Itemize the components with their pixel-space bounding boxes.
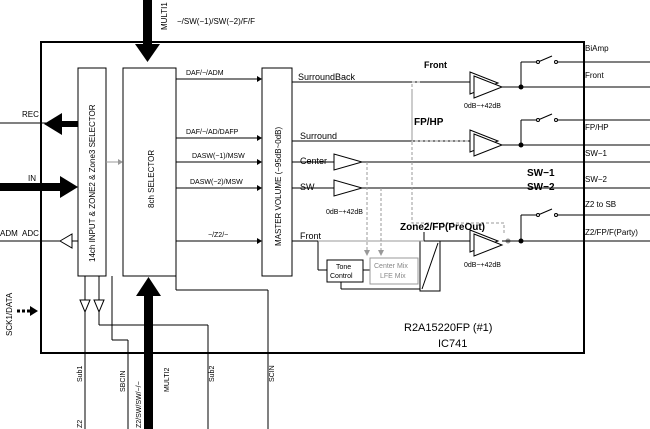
out-biamp: BiAmp [585, 44, 609, 53]
multi1-arrow-icon [135, 44, 160, 62]
out-sw2: SW−2 [585, 175, 608, 184]
out-z2-sb: Z2 to SB [585, 200, 616, 209]
sw-amp-icon [333, 179, 364, 197]
front-gain-label: 0dB~+42dB [464, 103, 501, 110]
master-volume-label: MASTER VOLUME (−95dB~0dB) [274, 127, 283, 246]
out-sw1: SW−1 [585, 149, 608, 158]
input-selector-block [77, 67, 107, 277]
sw2-big-label: SW−2 [527, 182, 555, 193]
mix-block [369, 257, 419, 285]
multi1-label: MULTI1 [160, 2, 169, 30]
front-internal-label: Front [300, 231, 322, 241]
center-amp-icon [333, 153, 364, 171]
out-front: Front [585, 71, 604, 80]
buffer-2-icon [93, 299, 105, 314]
chip-outline [40, 41, 585, 354]
multi2-label: MULTI2 [164, 368, 171, 392]
bus-label-0: DAF/−/ADM [186, 70, 224, 77]
selector-buses [176, 76, 262, 244]
sw-label: SW [300, 182, 315, 192]
multi2-arrow-icon [136, 277, 161, 296]
zone2-label: Zone2/FP(PreOut) [400, 222, 485, 233]
sbcin-label: SBCIN [120, 371, 127, 392]
chip-ref: IC741 [438, 338, 467, 350]
sck-label: SCK1/DATA [5, 292, 14, 336]
adm-label: ADM [0, 229, 18, 238]
sw-gain-label: 0dB~+42dB [326, 209, 363, 216]
buffer-1-icon [79, 299, 91, 314]
sw1-big-label: SW−1 [527, 168, 555, 179]
multi2-bus [144, 290, 153, 429]
lfe-mix-label: LFE Mix [380, 273, 406, 280]
out-fphp: FP/HP [585, 123, 609, 132]
bus-label-2: DASW(−1)/MSW [192, 153, 245, 160]
multi1-bus [143, 0, 152, 50]
fphp-amp-icon [473, 133, 504, 157]
chip-name: R2A15220FP (#1) [404, 322, 492, 334]
bus-label-1: DAF/−/AD/DAFP [186, 129, 239, 136]
input-selector-label: 14ch INPUT & ZONE2 & Zone3 SELECTOR [88, 104, 97, 262]
center-label: Center [300, 156, 327, 166]
in-arrow-icon [60, 176, 78, 198]
center-mix-label: Center Mix [374, 263, 408, 270]
z2-bus-label: Z2/SW/SW/−/− [136, 381, 143, 428]
adc-buffer-icon [59, 233, 73, 249]
sck-arrow-icon [30, 306, 38, 316]
out-z2-fp: Z2/FP/F(Party) [585, 228, 638, 237]
sub2-label: Sub2 [209, 366, 216, 382]
selector-8ch-label: 8ch SELECTOR [147, 150, 156, 208]
rec-arrow-icon [44, 113, 62, 135]
tone-control-label-2: Control [330, 273, 353, 280]
bus-label-3: DASW(−2)/MSW [190, 179, 243, 186]
multi1-bus-label: −/SW(−1)/SW(−2)/F/F [177, 17, 255, 26]
front-amp-icon [473, 75, 504, 99]
rec-label: REC [22, 110, 39, 119]
grey-arrow-icon [118, 159, 123, 165]
tone-control-label-1: Tone [336, 264, 351, 271]
tone-control-block [326, 259, 364, 283]
surround-back-label: SurroundBack [298, 72, 356, 82]
scin-label: SCIN [269, 365, 276, 382]
bus-label-4: −/Z2/− [208, 232, 228, 239]
master-volume-block [261, 67, 293, 277]
selector-8ch-block [122, 67, 177, 277]
surround-label: Surround [300, 131, 337, 141]
z2-label: Z2 [77, 420, 84, 428]
zone2-gain-label: 0dB~+42dB [464, 262, 501, 269]
zone2-amp-icon [473, 233, 504, 257]
fphp-amp-label: FP/HP [414, 117, 444, 128]
sub1-label: Sub1 [77, 366, 84, 382]
in-label: IN [28, 174, 36, 183]
front-amp-label: Front [424, 60, 447, 70]
adc-label: ADC [22, 229, 39, 238]
